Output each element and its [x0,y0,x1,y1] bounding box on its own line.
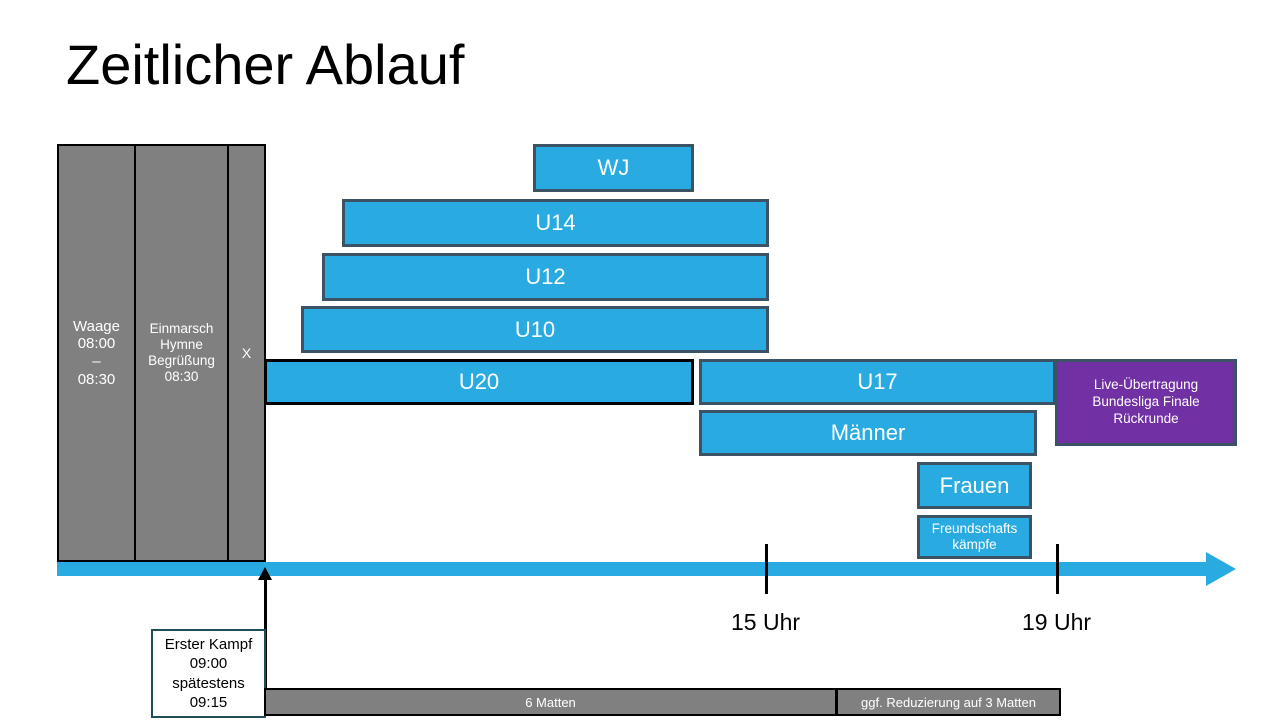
bar-u10: U10 [301,306,769,353]
tick-mark-15uhr [765,544,768,594]
bar-u20: U20 [264,359,694,405]
bar-frauen: Frauen [917,462,1032,509]
timeline-arrow-icon [1206,552,1236,586]
tick-mark-19uhr [1056,544,1059,594]
tick-label-19uhr: 19 Uhr [1022,609,1092,635]
bar-u12: U12 [322,253,769,301]
page-title: Zeitlicher Ablauf [66,33,465,96]
bar-u17: U17 [699,359,1056,405]
prep-column-einmarsch: Einmarsch Hymne Begrüßung 08:30 [134,144,229,562]
live-broadcast-box: Live-Übertragung Bundesliga Finale Rückr… [1055,359,1237,446]
bar-freundschaftskaempfe: Freundschafts kämpfe [917,515,1032,559]
mats-bar-6-matten: 6 Matten [264,688,837,716]
mats-bar-reduzierung: ggf. Reduzierung auf 3 Matten [836,688,1061,716]
timeline-axis [57,562,1222,576]
prep-column-waage: Waage 08:00 – 08:30 [57,144,136,562]
tick-label-15uhr: 15 Uhr [731,609,801,635]
prep-column-x: X [227,144,266,562]
first-fight-callout-arrow-icon [258,567,272,580]
first-fight-box: Erster Kampf 09:00 spätestens 09:15 [151,629,266,718]
bar-u14: U14 [342,199,769,247]
bar-wj: WJ [533,144,694,192]
bar-maenner: Männer [699,410,1037,456]
